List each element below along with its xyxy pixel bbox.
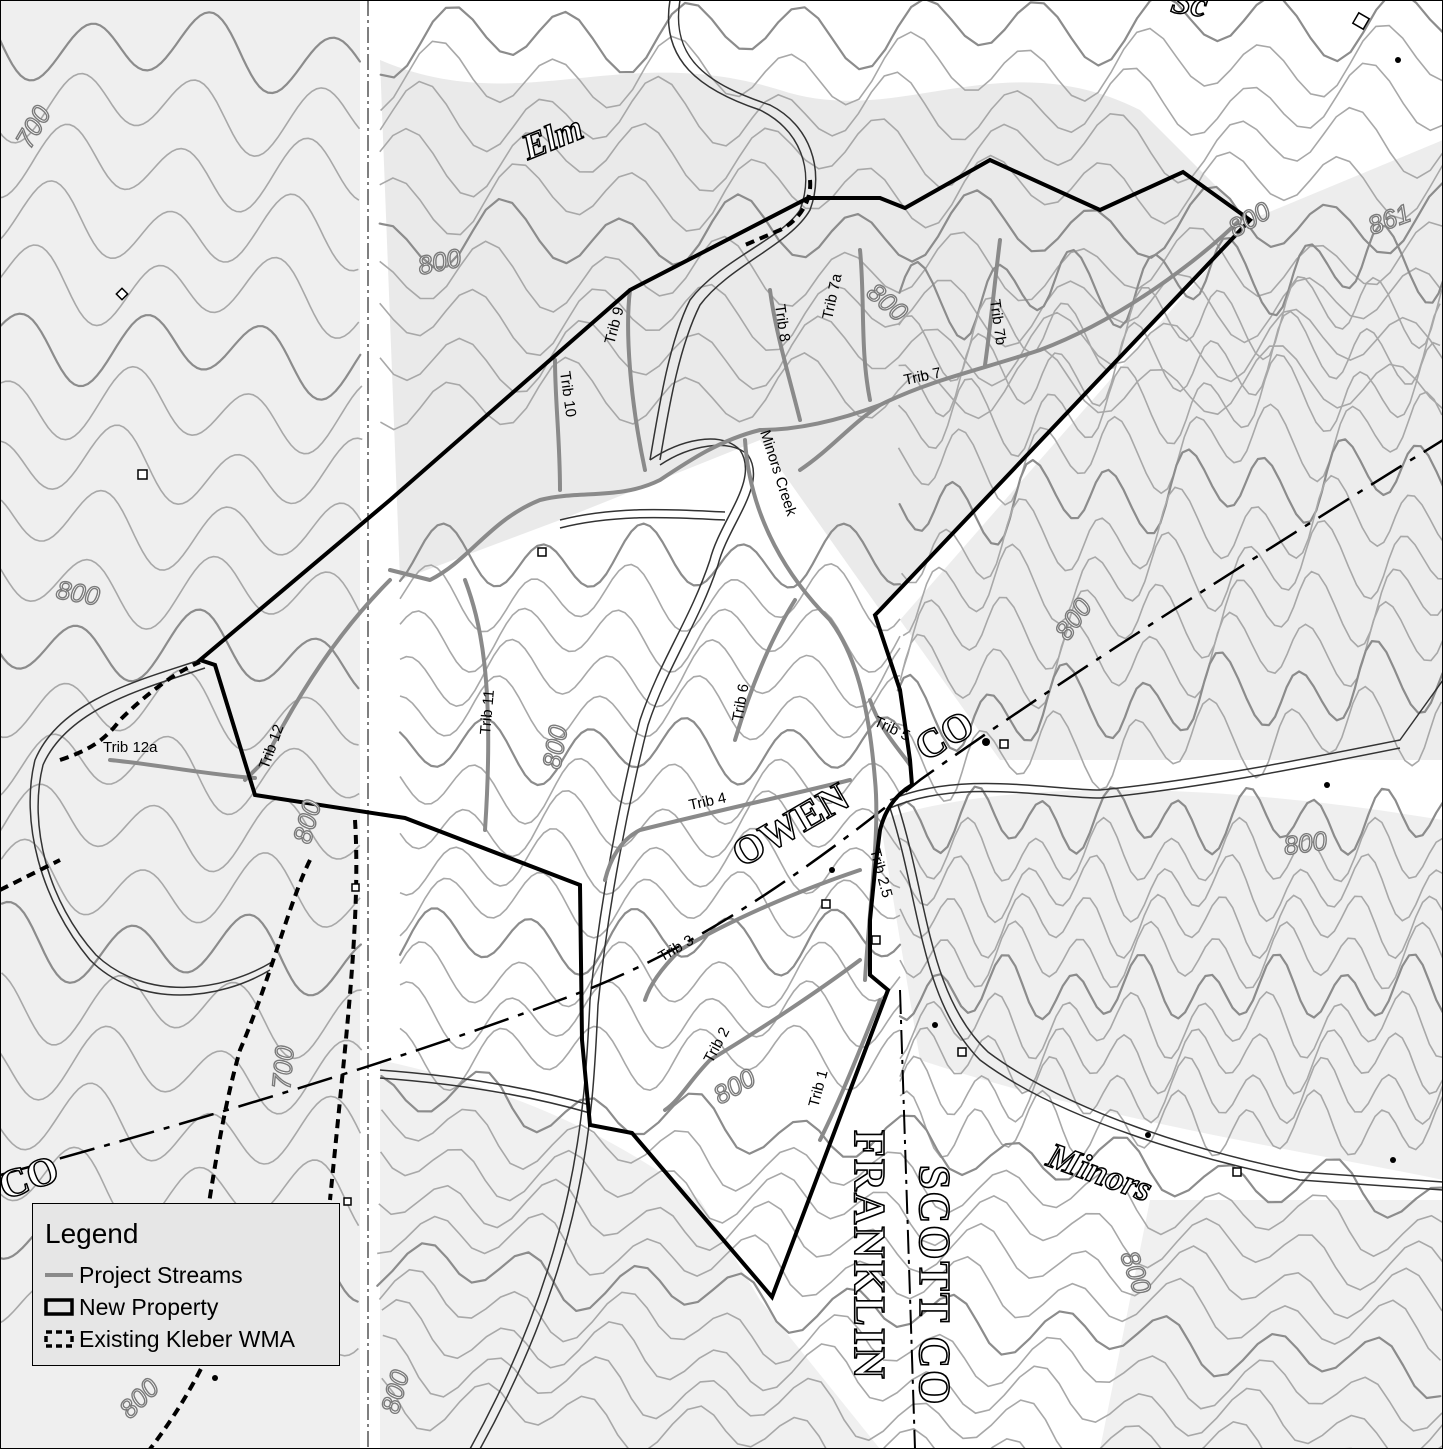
contour-line [380,24,1443,112]
contour-line [399,827,901,897]
contour-line [398,522,902,589]
contour-line [899,1055,1443,1126]
contour-line [898,438,1443,546]
contour-line [0,900,362,997]
contour-line [380,1070,1443,1219]
project-streams-symbol-icon [45,1273,73,1277]
contour-line [0,424,363,506]
contour-line [399,638,901,709]
contour-line [381,1377,1027,1449]
legend-item-label: Existing Kleber WMA [79,1325,296,1352]
stream-label-trib-11: Trib 11 [477,689,498,735]
contour-line [899,1026,1443,1095]
contour-line [380,1108,1443,1258]
contour-line [379,0,1443,79]
contour-line [0,608,360,690]
contour-line [398,907,902,977]
contour-line [379,267,1443,357]
contour-line [379,221,1443,313]
stream-label-trib-8: Trib 8 [771,303,793,343]
contour-line [378,182,1443,269]
legend-item-existing-kleber-wma: Existing Kleber WMA [43,1324,295,1354]
contour-line [0,1082,362,1165]
legend-item-label: New Property [79,1293,219,1320]
contour-line [379,151,1443,236]
contour-line [896,685,1443,802]
contour-line [899,600,1443,710]
elevation-label: 800 [708,1062,761,1110]
contour-line [0,123,360,213]
legend-item-new-property: New Property [43,1292,218,1322]
contour-line [0,555,361,630]
county-labels: FRANKLIN SCOTT CO [844,1129,960,1407]
contour-line [378,1178,1443,1320]
new-property-boundary [195,157,1254,1301]
section-lines [367,0,916,1449]
place-label-owen: OWEN [724,773,856,875]
contour-line [899,1089,1443,1158]
contour-line [0,1025,363,1115]
legend-title: Legend [45,1218,139,1249]
contour-line [898,953,1443,1022]
contour-line [379,308,1443,393]
contour-line [0,72,361,158]
contour-line [0,1146,360,1229]
contour-line [0,365,363,455]
contour-line [901,568,1443,671]
contour-line [899,990,1443,1060]
contour-line [399,941,901,1009]
elevation-label: 700 [266,1044,300,1090]
contour-line [899,892,1443,960]
contour-line [399,1024,901,1092]
structures [115,11,1371,1206]
contour-line [899,920,1443,990]
contour-line [0,244,360,339]
contour-line [399,674,901,742]
legend-item-project-streams: Project Streams [43,1260,243,1290]
new-property-symbol-icon [44,1298,74,1316]
stream-label-trib-12a: Trib 12a [103,739,158,756]
contour-line [897,341,1441,458]
contour-line [399,757,901,825]
elevation-label: 800 [536,723,573,771]
building-dots [212,57,1401,1381]
legend-item-label: Project Streams [79,1261,243,1288]
contour-line [898,785,1443,856]
contour-line [379,62,1443,153]
contour-line [896,640,1443,752]
contour-line [0,312,362,401]
county-boundary [0,438,1443,1177]
stream-label-trib-1: Trib 1 [805,1068,831,1109]
contour-line [900,474,1443,584]
county-label-franklin: FRANKLIN [845,1130,894,1381]
existing-wma-symbol-icon [44,1330,74,1348]
elevation-label: 800 [1282,825,1330,861]
contour-line [399,563,901,633]
contour-line [899,853,1443,924]
contour-line [399,871,901,939]
contour-line [379,106,1443,198]
contour-line [902,520,1443,637]
contour-line [898,224,1443,341]
county-label-scott: SCOTT CO [910,1165,959,1406]
contour-line [0,972,362,1060]
contour-line [0,489,362,571]
contour-line [899,816,1443,883]
contour-line [0,11,361,95]
contour-line [898,275,1443,382]
contour-line [0,838,361,928]
contour-line [0,783,361,873]
stream-label-trib-10: Trib 10 [556,370,579,418]
roads [29,0,1443,1449]
stream-label-trib-6: Trib 6 [729,683,752,723]
contour-line [379,1148,1443,1291]
contour-line [0,180,359,272]
contour-line [398,716,902,787]
stream-label-trib-7b: Trib 7b [986,298,1009,346]
legend: Legend Project Streams New Property Exis… [32,1203,340,1366]
place-label-sc: Sc [1169,0,1210,25]
